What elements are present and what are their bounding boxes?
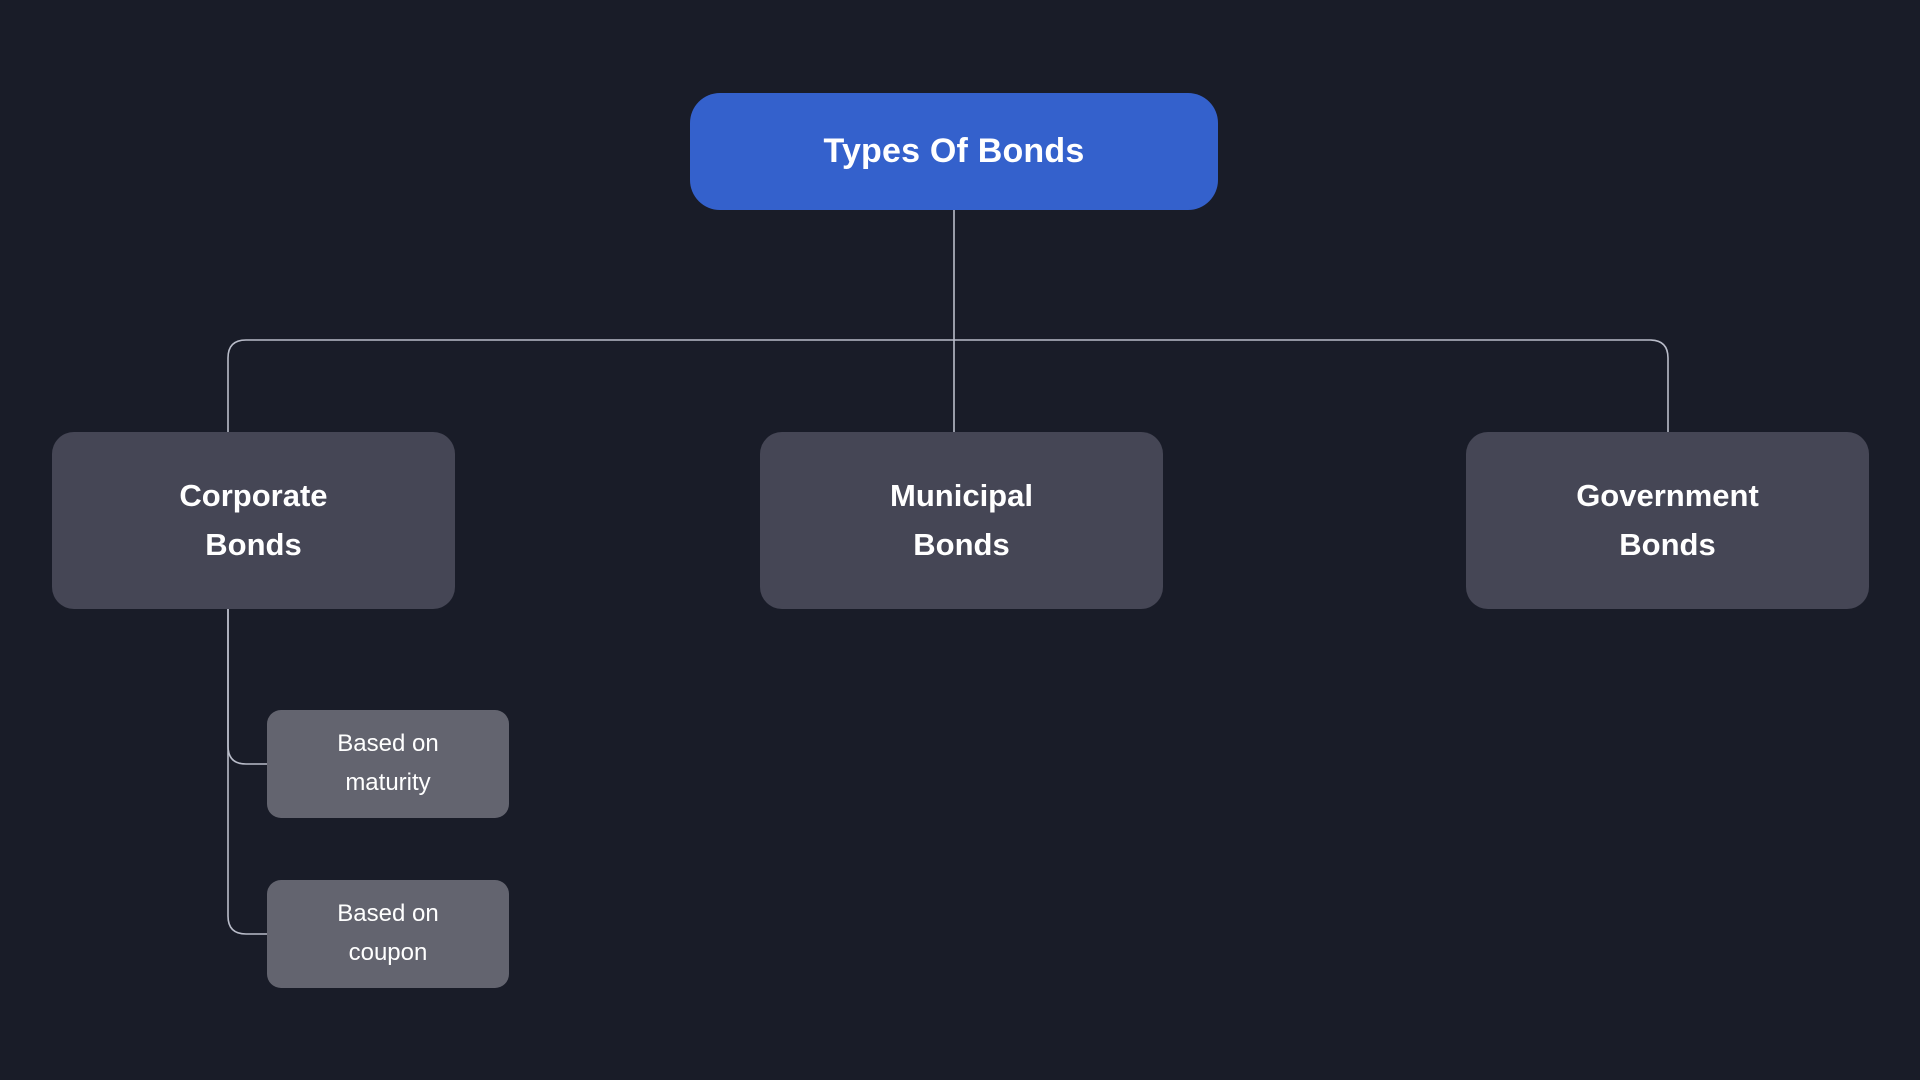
node-label-government-bonds: Government Bonds bbox=[1576, 478, 1759, 562]
node-label-based-on-coupon: Based on coupon bbox=[337, 900, 439, 966]
connector-corporate-to-maturity bbox=[227, 608, 268, 765]
node-municipal-bonds[interactable]: Municipal Bonds bbox=[760, 432, 1163, 609]
node-label-types-of-bonds: Types Of Bonds bbox=[823, 132, 1085, 171]
node-based-on-coupon[interactable]: Based on coupon bbox=[267, 880, 509, 988]
node-based-on-maturity[interactable]: Based on maturity bbox=[267, 710, 509, 818]
node-label-municipal-bonds: Municipal Bonds bbox=[890, 478, 1033, 562]
connector-root-to-corporate bbox=[227, 339, 955, 433]
connector-root-to-government bbox=[953, 339, 1669, 433]
node-government-bonds[interactable]: Government Bonds bbox=[1466, 432, 1869, 609]
node-label-corporate-bonds: Corporate Bonds bbox=[179, 478, 328, 562]
node-label-based-on-maturity: Based on maturity bbox=[337, 730, 439, 796]
connector-corporate-to-coupon bbox=[227, 608, 268, 935]
node-corporate-bonds[interactable]: Corporate Bonds bbox=[52, 432, 455, 609]
node-types-of-bonds[interactable]: Types Of Bonds bbox=[690, 93, 1218, 210]
